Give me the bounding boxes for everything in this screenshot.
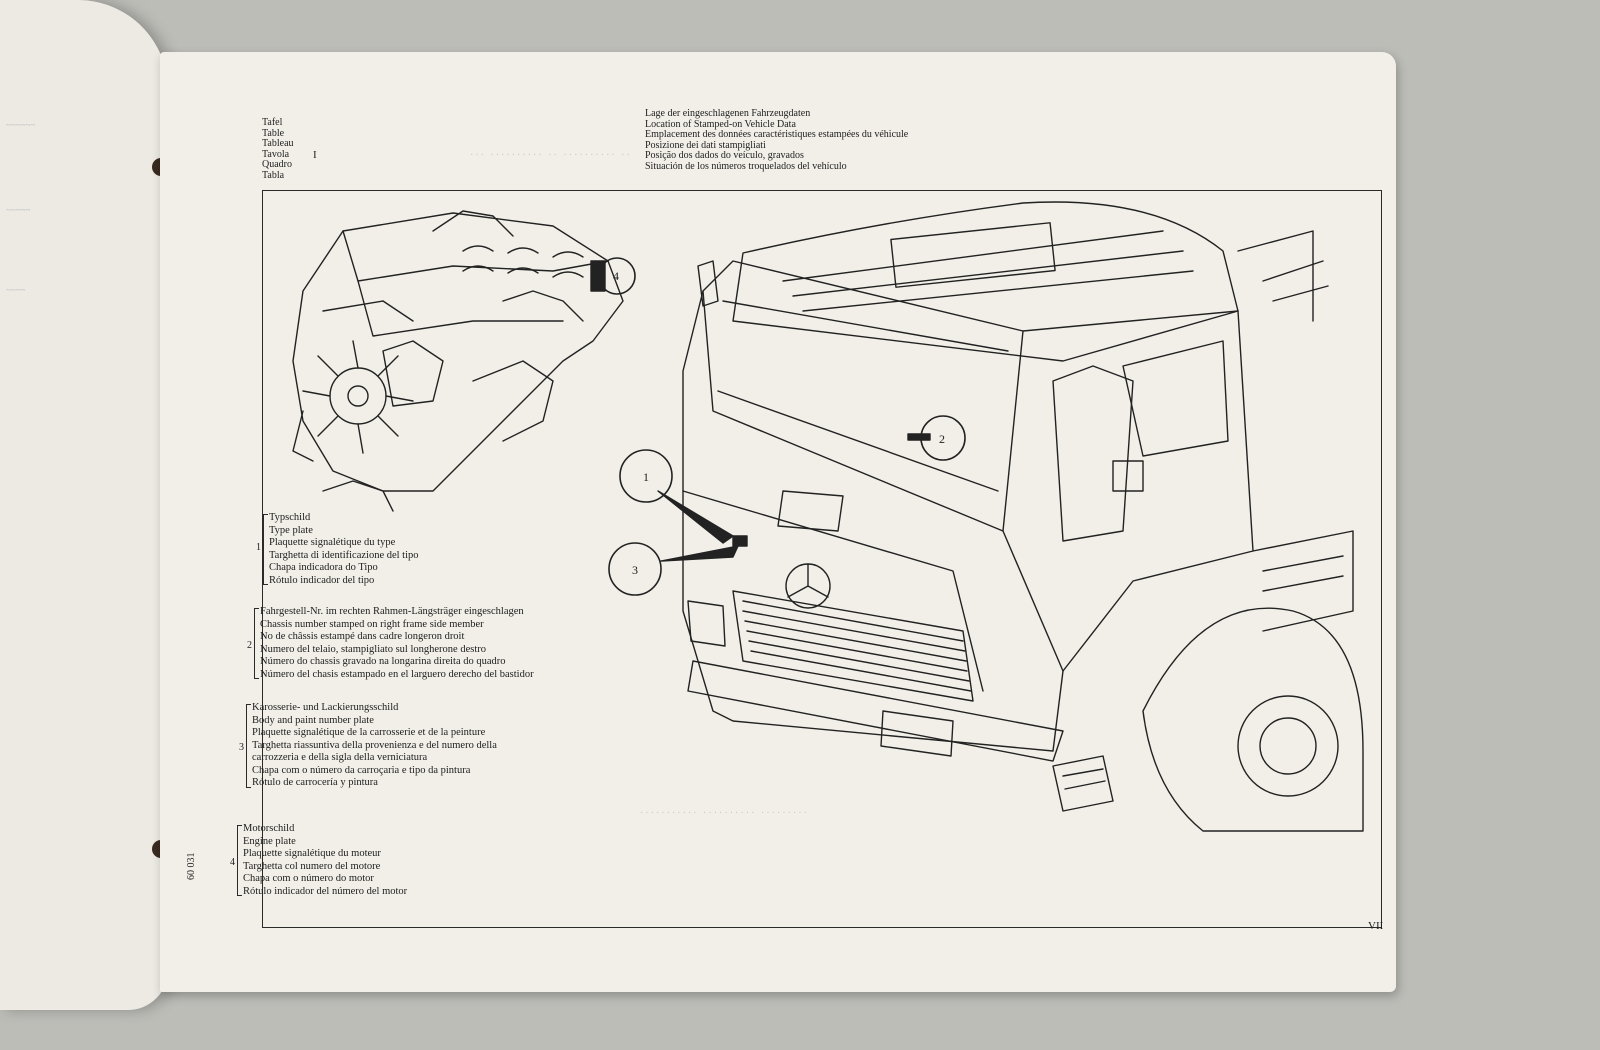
table-title-block: Lage der eingeschlagenen Fahrzeugdaten L… [645, 108, 909, 173]
callout-number: 2 [939, 432, 945, 446]
legend-line: Rótulo indicador del número del motor [243, 885, 408, 897]
bleed-through-text: ~~~~~~ [6, 120, 36, 130]
legend-line: Targhetta di identificazione del tipo [269, 549, 419, 561]
legend-line: Plaquette signalétique du moteur [243, 848, 381, 859]
table-label: Tableau [262, 138, 294, 150]
callout-number: 1 [643, 470, 649, 484]
legend-item: 4 Motorschild Engine plate Plaquette sig… [230, 823, 408, 898]
legend-item: 1 Typschild Type plate Plaquette signalé… [256, 512, 419, 587]
bleed-through-text: ~~~~~ [6, 205, 31, 215]
legend-line: Chapa com o número do motor [243, 873, 374, 884]
left-page: ~~~~~~ ~~~~~ ~~~~ [0, 0, 168, 1010]
legend-line: Typschild [269, 512, 311, 523]
drawing-code: 60 031 [186, 852, 197, 881]
legend-line: Targhetta col numero del motore [243, 860, 381, 872]
bleed-through-text: ~~~~ [6, 285, 26, 295]
table-title: Situación de los números troquelados del… [645, 160, 847, 172]
legend-line: Rótulo de carrocería y pintura [252, 777, 378, 788]
legend-line: Fahrgestell-Nr. im rechten Rahmen-Längst… [260, 606, 524, 617]
engine-drawing [292, 210, 624, 512]
page-number: VII [1368, 920, 1384, 932]
legend-line: Body and paint number plate [252, 714, 374, 726]
bleed-through-text: ··········· ·········· ········· [640, 808, 809, 819]
legend-number: 4 [230, 857, 235, 868]
legend-item: 2 Fahrgestell-Nr. im rechten Rahmen-Läng… [247, 606, 534, 681]
legend-line: Motorschild [243, 823, 295, 834]
legend-item: 3 Karosserie- und Lackierungsschild Body… [239, 702, 497, 790]
table-label: Tabla [262, 169, 285, 181]
legend-line: Rótulo indicador del tipo [269, 574, 375, 586]
legend-brace [246, 704, 251, 788]
legend-line: No de châssis estampé dans cadre longero… [260, 631, 465, 642]
legend-line: Chapa com o número da carroçaria e tipo … [252, 764, 471, 776]
legend-line: Plaquette signalétique de la carrosserie… [252, 727, 486, 738]
legend-line: Número del chasis estampado en el largue… [260, 668, 534, 680]
legend-brace [254, 608, 259, 679]
legend-number: 1 [256, 542, 261, 553]
legend-number: 3 [239, 742, 244, 753]
table-number: I [313, 149, 317, 161]
legend-brace [263, 514, 268, 585]
table-title: Emplacement des données caractéristiques… [645, 129, 909, 141]
table-label: Table [262, 127, 285, 139]
table-label: Tavola [262, 148, 290, 160]
bleed-through-text: ··· ·········· ·· ·········· ·· [470, 150, 632, 161]
table-title: Posição dos dados do veículo, gravados [645, 150, 804, 162]
legend-line: Chapa indicadora do Tipo [269, 562, 378, 573]
legend-number: 2 [247, 640, 252, 651]
vehicle-illustration: 4 2 1 3 [292, 201, 1364, 832]
table-title: Lage der eingeschlagenen Fahrzeugdaten [645, 108, 811, 119]
legend-line: Targhetta riassuntiva della provenienza … [252, 739, 497, 751]
table-label: Tafel [262, 117, 283, 128]
legend-line: Numero del telaio, stampigliato sul long… [260, 643, 486, 655]
legend-line: Type plate [269, 524, 313, 536]
callout-number: 4 [613, 269, 619, 283]
truck-drawing [682, 201, 1364, 832]
legend-line: Engine plate [243, 835, 296, 847]
legend-line: Plaquette signalétique du type [269, 537, 396, 548]
legend-line: Karosserie- und Lackierungsschild [252, 702, 399, 713]
table-label-block: Tafel Table Tableau Tavola Quadro Tabla [262, 117, 294, 182]
legend-line: carrozzeria e della sigla della vernicia… [252, 752, 428, 763]
figure-frame [262, 190, 1382, 928]
callout-number: 3 [632, 563, 638, 577]
table-title: Posizione dei dati stampigliati [645, 139, 766, 151]
table-label: Quadro [262, 159, 292, 171]
table-title: Location of Stamped-on Vehicle Data [645, 118, 796, 130]
legend-line: Número do chassis gravado na longarina d… [260, 656, 506, 667]
legend-brace [237, 825, 242, 896]
legend-line: Chassis number stamped on right frame si… [260, 618, 484, 630]
